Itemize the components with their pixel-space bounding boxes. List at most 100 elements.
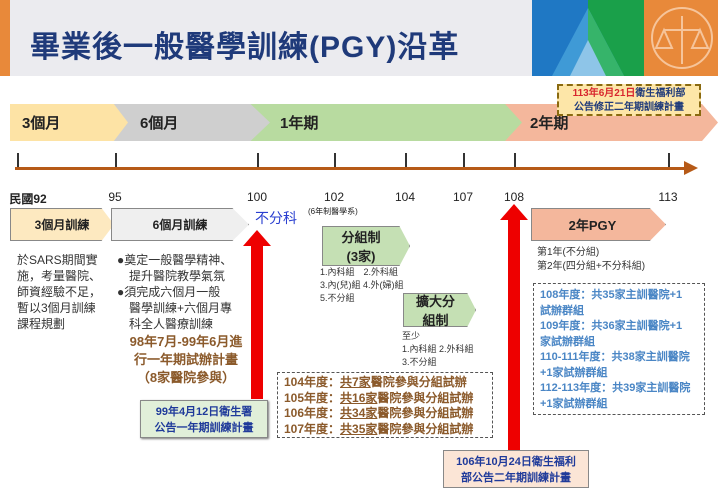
trial-year: 107年度：	[284, 421, 341, 436]
stat-line: 家試辦群組	[540, 335, 595, 348]
expand-item: 3.不分組	[402, 357, 437, 367]
header-accent-bar	[0, 0, 10, 76]
red-arrow-100-head-icon	[243, 230, 271, 246]
red-arrow-100-shaft	[251, 245, 263, 399]
expand-title: 組制	[422, 313, 449, 328]
desc-line: 師資經驗不足，	[17, 285, 102, 299]
expanded-group-box: 擴大分組制	[403, 293, 476, 327]
trial-row: 104年度：共7家醫院參與分組試辦	[284, 375, 486, 391]
pgy-2-year-box: 2年PGY	[531, 208, 666, 241]
group-item: 3.內(兒)組 4.外(婦)組	[320, 280, 404, 290]
desc-6-month: ●奠定一般醫學精神、 提升醫院教學氣氛 ●須完成六個月一般 醫學訓練+六個月專 科…	[117, 252, 232, 332]
timeline-axis	[15, 167, 687, 170]
red-arrow-108-head-icon	[500, 204, 528, 220]
box-3-month-training: 3個月訓練	[10, 208, 114, 241]
ann-line: 公告一年期訓練計畫	[154, 422, 254, 434]
group-items: 1.內科組 2.外科組 3.內(兒)組 4.外(婦)組 5.不分組	[320, 266, 404, 305]
red-arrow-108-shaft	[508, 219, 520, 451]
stat-line: +1家試辦群組	[540, 397, 608, 410]
notice-line2: 公告修正二年期訓練計畫	[574, 102, 684, 113]
trial-count: 共34家	[340, 406, 378, 420]
desc-line: 提升醫院教學氣氛	[117, 269, 226, 283]
trial-rest: 醫院參與分組試辦	[377, 406, 474, 420]
desc-line: ●奠定一般醫學精神、	[117, 253, 233, 267]
pgy-line: 第2年(四分組+不分科組)	[537, 261, 646, 272]
tick-label: 104	[394, 190, 416, 204]
tick-note: (6年制醫學系)	[308, 207, 358, 216]
tick-label: 95	[108, 190, 122, 204]
trial-line: 行一年期試辦計畫	[133, 352, 238, 367]
desc-line: 醫學訓練+六個月專	[117, 301, 233, 315]
tick-label: 民國92	[9, 192, 47, 206]
tick	[334, 153, 336, 167]
desc-line: 於SARS期間實	[17, 253, 98, 267]
trial-count: 共7家	[340, 375, 371, 389]
desc-3-month: 於SARS期間實施，考量醫院、師資經驗不足， 暫以3個月訓練課程規劃	[17, 252, 101, 332]
group-item: 5.不分組	[320, 293, 355, 303]
trial-count: 共16家	[340, 390, 378, 405]
box-6-month-training: 6個月訓練	[111, 208, 249, 241]
trial-plan-text: 98年7月-99年6月進行一年期試辦計畫 （8家醫院參與）	[115, 333, 257, 387]
tick	[463, 153, 465, 167]
tick	[514, 153, 516, 167]
stat-line: 109年度：共36家主訓醫院+1	[540, 320, 683, 332]
pgy-line: 第1年(不分組)	[537, 247, 600, 258]
expand-items: 至少 1.內科組 2.外科組 3.不分組	[402, 330, 474, 369]
trial-hospitals-box: 104年度：共7家醫院參與分組試辦 105年度：共16家醫院參與分組試辦 106…	[277, 372, 493, 438]
trial-line: 98年7月-99年6月進	[129, 334, 243, 349]
stat-line: +1家試辦群組	[540, 366, 608, 379]
page-title: 畢業後一般醫學訓練(PGY)沿革	[30, 31, 460, 64]
ministry-logo-icon	[532, 0, 718, 76]
announcement-99-box: 99年4月12日衛生署公告一年期訓練計畫	[140, 400, 268, 438]
pgy-lines: 第1年(不分組) 第2年(四分組+不分科組)	[537, 246, 645, 274]
group-system-box: 分組制 (3家)	[322, 226, 410, 266]
stat-line: 110-111年度：共38家主訓醫院	[540, 351, 690, 363]
tick-label: 107	[452, 190, 474, 204]
trial-row: 106年度：共34家醫院參與分組試辦	[284, 406, 486, 422]
tick	[405, 153, 407, 167]
desc-line: 科全人醫療訓練	[117, 317, 214, 331]
expand-title: 擴大分	[415, 294, 455, 309]
tick	[668, 153, 670, 167]
expand-item: 1.內科組 2.外科組	[402, 344, 474, 354]
expand-item: 至少	[402, 331, 421, 341]
notice-113-box: 113年6月21日衛生福利部 公告修正二年期訓練計畫	[557, 84, 701, 116]
tick-label: 100	[246, 190, 268, 204]
phase-6-months: 6個月	[108, 104, 270, 141]
trial-year: 104年度：	[284, 375, 341, 389]
group-item: 1.內科組 2.外科組	[320, 267, 399, 277]
group-title: 分組制	[341, 230, 381, 245]
stat-line: 試辦群組	[540, 304, 584, 317]
no-specialty-label: 不分科	[255, 210, 297, 226]
announcement-106-box: 106年10月24日衛生福利部公告二年期訓練計畫	[443, 450, 589, 488]
tick-label: 108	[503, 190, 525, 204]
tick-label: 113	[658, 190, 678, 204]
trial-line: （8家醫院參與）	[136, 370, 236, 385]
tick	[257, 153, 259, 167]
ann-line: 部公告二年期訓練計畫	[461, 472, 571, 484]
tick-label: 102	[323, 190, 345, 204]
stat-line: 112-113年度：共39家主訓醫院	[540, 382, 691, 394]
tick	[17, 153, 19, 167]
desc-line: 課程規劃	[17, 317, 66, 331]
tick	[115, 153, 117, 167]
trial-row: 105年度：共16家醫院參與分組試辦	[284, 391, 486, 407]
ann-line: 99年4月12日衛生署	[155, 406, 253, 418]
phase-1-year: 1年期	[240, 104, 522, 141]
trial-row: 107年度：共35家醫院參與分組試辦	[284, 422, 486, 438]
ann-line: 106年10月24日衛生福利	[456, 456, 576, 468]
notice-line1: 衛生福利部	[635, 88, 686, 99]
desc-line: 暫以3個月訓練	[17, 301, 96, 315]
timeline-arrowhead-icon	[684, 161, 698, 175]
stat-line: 108年度：共35家主訓醫院+1	[540, 289, 683, 301]
phase-3-months: 3個月	[10, 104, 128, 141]
trial-rest: 醫院參與分組試辦	[377, 421, 474, 436]
desc-line: ●須完成六個月一般	[117, 285, 221, 299]
desc-line: 施，考量醫院、	[17, 269, 102, 283]
trial-rest: 醫院參與分組試辦	[377, 390, 474, 405]
trial-year: 105年度：	[284, 390, 341, 405]
trial-year: 106年度：	[284, 406, 341, 420]
trial-count: 共35家	[340, 421, 378, 436]
notice-date: 113年6月21日	[572, 88, 636, 99]
group-count: (3家)	[346, 249, 376, 264]
